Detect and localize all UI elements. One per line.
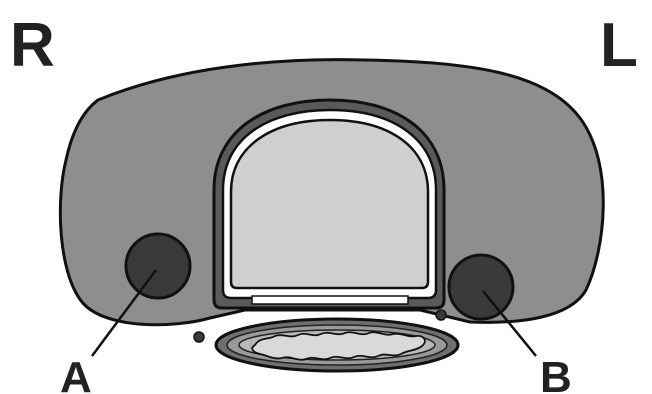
vessel-a bbox=[126, 234, 190, 298]
vessel-b bbox=[449, 255, 513, 319]
lower-tubular-structure bbox=[216, 319, 458, 371]
callout-label-a: A bbox=[60, 353, 92, 394]
central-lumen bbox=[231, 120, 428, 288]
lower-structure-lumen-content bbox=[252, 332, 425, 360]
small-node-right bbox=[436, 310, 446, 320]
left-side-marker: L bbox=[600, 11, 638, 80]
central-structure-base-strip bbox=[252, 296, 408, 304]
callout-label-b: B bbox=[540, 353, 572, 394]
small-node-left bbox=[194, 332, 204, 342]
right-side-marker: R bbox=[10, 11, 55, 80]
